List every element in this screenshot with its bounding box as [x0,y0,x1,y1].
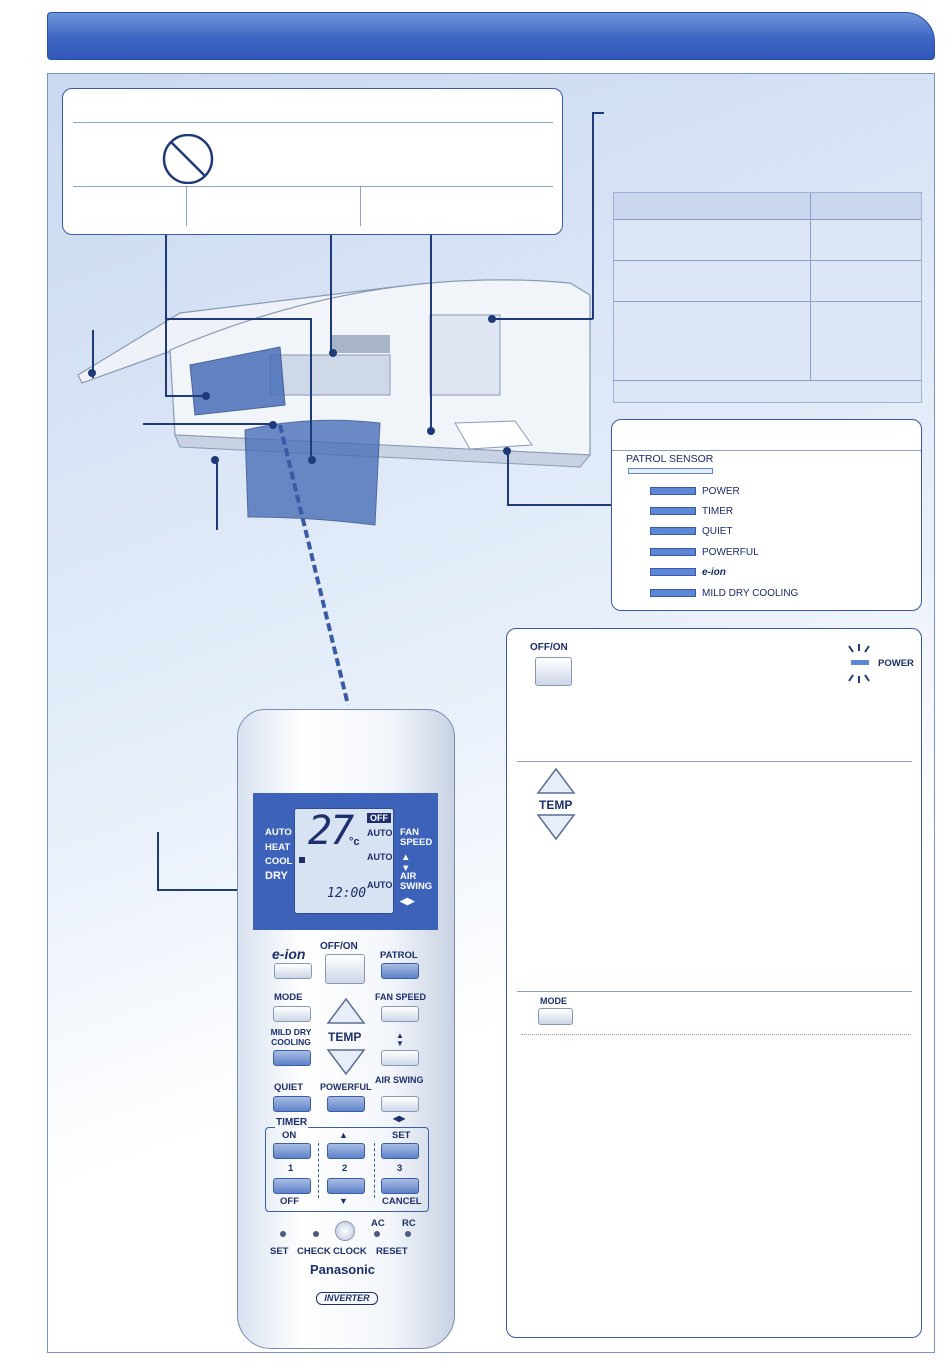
indicator-quiet: QUIET [650,524,733,538]
ac-pinhole[interactable] [374,1231,380,1237]
lcd-air-swing-label: AIR SWING [400,871,433,892]
mild-dry-button[interactable] [273,1050,311,1066]
lcd-clock: 12:00 [327,886,367,901]
timer-off-button[interactable] [273,1178,311,1194]
indicator-eion: e-ion [650,565,726,579]
timer-up-button[interactable] [327,1143,365,1159]
rc-pinhole[interactable] [405,1231,411,1237]
power-blink-icon [848,644,870,683]
rc-label: RC [402,1218,416,1229]
temp-label: TEMP [328,1030,362,1044]
timer-on-button[interactable] [273,1143,311,1159]
lcd-updown-icon: ▲▼ [401,852,411,874]
instruction-offon-label: OFF/ON [530,642,568,653]
spec-table [613,192,922,403]
eion-label: e-ion [272,946,306,962]
clock-button[interactable] [335,1221,355,1241]
lcd-off-badge: OFF [367,813,391,823]
indicator-powerful: POWERFUL [650,545,759,559]
indoor-unit-illustration [77,279,592,526]
indicator-timer: TIMER [650,504,733,518]
remote-lcd-screen [294,808,394,914]
timer-on-label: ON [282,1130,297,1141]
vswing-icon: ▲▼ [396,1031,404,1048]
set-pinhole[interactable] [280,1231,286,1237]
indicator-mild-dry-cooling: MILD DRY COOLING [650,586,798,600]
timer-3-label: 3 [397,1163,403,1174]
vertical-swing-button[interactable] [381,1050,419,1066]
instruction-mode-button [538,1008,573,1025]
powerful-button[interactable] [327,1096,365,1112]
timer-label: TIMER [275,1117,309,1128]
quiet-label: QUIET [274,1082,304,1093]
timer-up-icon: ▲ [339,1130,348,1140]
lcd-temperature: 27 [308,808,354,854]
quiet-button[interactable] [273,1096,311,1112]
mode-label: MODE [274,992,303,1003]
timer-cancel-label: CANCEL [382,1196,422,1207]
reset-label: RESET [376,1246,408,1257]
lcd-mode-dry: DRY [265,870,288,882]
instruction-panel [506,628,922,1338]
timer-cancel-button[interactable] [381,1178,419,1194]
mild-dry-label: MILD DRY COOLING [270,1027,312,1047]
timer-set-label: SET [392,1130,411,1141]
fan-speed-label: FAN SPEED [375,992,427,1002]
offon-label: OFF/ON [320,941,358,952]
section-header-bar [47,12,935,60]
check-pinhole[interactable] [313,1231,319,1237]
offon-button[interactable] [325,954,365,984]
timer-set-button[interactable] [381,1143,419,1159]
instruction-temp-label: TEMP [539,798,573,812]
patrol-sensor-label: PATROL SENSOR [626,453,714,465]
patrol-label: PATROL [380,950,418,961]
indicator-panel [611,419,922,611]
lcd-mode-cool: COOL [265,856,293,867]
indicator-power: POWER [650,484,740,498]
air-swing-label: AIR SWING [375,1075,424,1085]
lcd-unit: °c [349,836,360,848]
instruction-offon-button [535,657,572,686]
lcd-hswing-auto: AUTO [367,880,393,890]
temp-down-icon [536,814,576,841]
set-label: SET [270,1246,289,1257]
timer-1-label: 1 [288,1163,294,1174]
lcd-fan-speed-label: FAN SPEED [400,827,433,848]
timer-group-frame [265,1127,429,1212]
temp-down-button[interactable] [326,1048,366,1076]
instruction-mode-label: MODE [540,996,567,1006]
lcd-swing-auto: AUTO [367,852,393,862]
fan-speed-button[interactable] [381,1006,419,1022]
timer-2-label: 2 [342,1163,348,1174]
horizontal-swing-button[interactable] [381,1096,419,1112]
mode-button[interactable] [273,1006,311,1022]
inverter-badge: INVERTER [316,1292,378,1305]
remote-pointer-dashed-line [278,424,350,706]
ac-label: AC [371,1218,385,1229]
lcd-mode-auto: AUTO [265,827,292,838]
instruction-power-label: POWER [878,658,914,669]
check-label: CHECK [297,1246,331,1257]
powerful-label: POWERFUL [320,1082,372,1092]
prohibited-icon [162,134,214,184]
timer-down-icon: ▼ [339,1196,348,1206]
hswing-icon: ◀▶ [393,1114,406,1123]
lcd-mode-heat: HEAT [265,842,291,853]
eion-button[interactable] [274,963,312,979]
timer-down-button[interactable] [327,1178,365,1194]
caution-panel [62,88,563,235]
temp-up-icon [536,767,576,794]
patrol-button[interactable] [381,963,419,979]
lcd-fan-auto: AUTO [367,828,393,838]
lcd-leftright-icon: ◀▶ [400,896,415,907]
clock-label: CLOCK [333,1246,367,1257]
timer-off-label: OFF [280,1196,299,1207]
temp-up-button[interactable] [326,997,366,1025]
brand-logo: Panasonic [310,1262,376,1277]
